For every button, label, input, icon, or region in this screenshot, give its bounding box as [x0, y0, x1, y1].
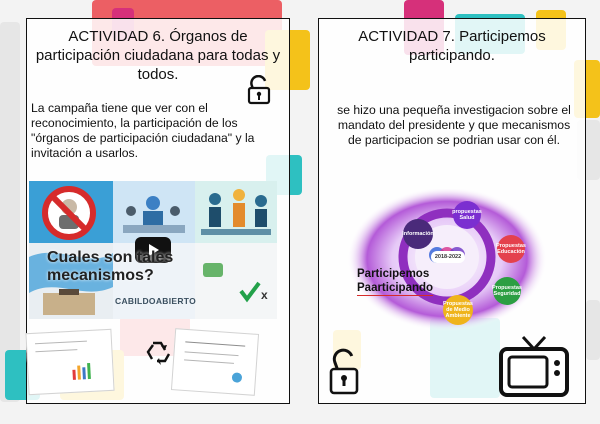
bubble-health: propuestas Salud	[452, 201, 482, 229]
poster-image	[25, 328, 115, 396]
lock-icon	[329, 348, 359, 395]
flyer-image	[170, 328, 260, 396]
checklist-image: x	[195, 243, 277, 319]
prezi-label-line2: Paarticipando	[357, 282, 434, 296]
bubble-security: Propuestas Seguridad	[492, 277, 522, 305]
play-icon[interactable]	[135, 237, 171, 263]
ballot-box-image	[29, 243, 113, 319]
activity-7-description: se hizo una pequeña investigacion sobre …	[337, 103, 571, 147]
bubble-years: 2018-2022	[431, 251, 465, 263]
bg-block	[0, 22, 20, 402]
activity-6-description: La campaña tiene que ver con el reconoci…	[31, 101, 255, 160]
collage-brand: CABILDOABIERTO	[115, 296, 197, 306]
people-image	[195, 181, 277, 243]
lock-icon	[247, 75, 271, 105]
prezi-label-line1: Participemos	[357, 268, 430, 280]
video-collage[interactable]: x Cuales son tales mecanismos? CABILDOAB…	[29, 181, 277, 319]
prezi-presentation[interactable]: propuestas Salud Propuestas Educación Pr…	[335, 187, 557, 335]
tv-icon	[499, 335, 569, 397]
activity-7-panel: ACTIVIDAD 7. Participemos participando. …	[318, 18, 586, 404]
bubble-environment: Propuestas de Medio Ambiente	[443, 295, 473, 325]
prezi-label: Participemos Paarticipando	[357, 267, 434, 296]
activity-7-title: ACTIVIDAD 7. Participemos participando.	[358, 28, 546, 64]
recycle-icon	[146, 341, 171, 365]
svg-text:x: x	[261, 288, 268, 302]
bg-block	[586, 300, 600, 360]
bubble-education: Propuestas Educación	[496, 235, 526, 263]
activity-6-title: ACTIVIDAD 6. Órganos de participación ci…	[35, 28, 281, 83]
prohibited-icon	[42, 186, 96, 240]
no-sign-image	[29, 181, 113, 243]
meeting-image	[113, 181, 195, 243]
activity-6-panel: ACTIVIDAD 6. Órganos de participación ci…	[25, 18, 290, 404]
collage-title: Cuales son tales mecanismos?	[47, 249, 174, 284]
bubble-information: Información	[402, 219, 434, 249]
